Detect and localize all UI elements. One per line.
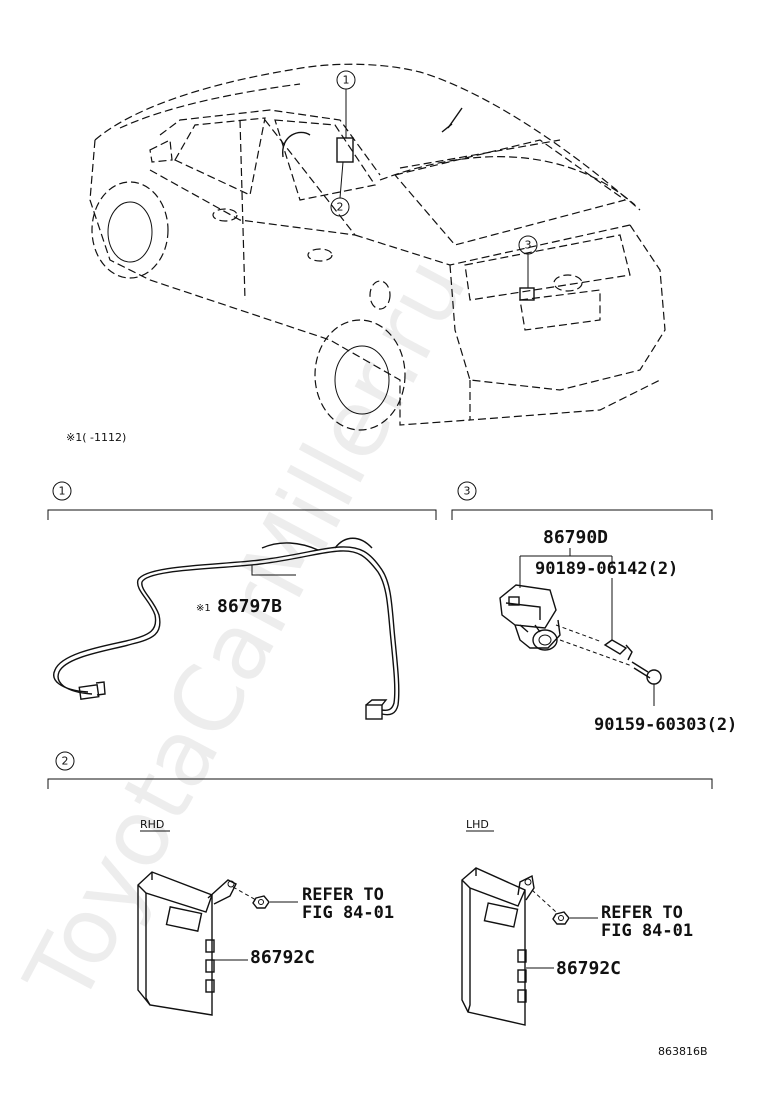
illustration-id: 863816B: [658, 1045, 708, 1058]
svg-text:3: 3: [525, 239, 532, 252]
section-3: 3 86790D 90189-061: [451, 481, 737, 735]
svg-text:1: 1: [343, 74, 350, 87]
part-number-86792c-rhd[interactable]: 86792C: [250, 947, 315, 968]
lhd-refer-line1: REFER TO: [601, 903, 683, 923]
svg-text:2: 2: [62, 755, 69, 768]
lhd-variant: LHD REFER TO FIG 84-01 8679: [461, 818, 693, 1026]
section-3-bracket: [451, 509, 713, 520]
wire-harness-86797b-drawing[interactable]: [53, 537, 400, 720]
section-2: 2 RHD REFER: [47, 751, 713, 1026]
lhd-label: LHD: [466, 818, 489, 831]
overview-note: ※1( -1112): [66, 431, 126, 444]
section-2-bracket: [47, 778, 713, 789]
svg-text:3: 3: [464, 485, 471, 498]
rear-camera-86790d-drawing[interactable]: [499, 584, 561, 651]
control-module-rhd-drawing[interactable]: [137, 871, 237, 1016]
section-2-callout[interactable]: 2: [55, 751, 75, 771]
rhd-refer-line2[interactable]: FIG 84-01: [302, 903, 394, 923]
part-number-90159-60303[interactable]: 90159-60303(2): [594, 715, 737, 735]
section-1: 1 ※1 86797B: [47, 481, 437, 720]
nut-lhd-drawing[interactable]: [552, 911, 570, 925]
section-1-callout[interactable]: 1: [52, 481, 72, 501]
rhd-label: RHD: [140, 818, 164, 831]
rhd-refer-line1: REFER TO: [302, 885, 384, 905]
harness-note-mark: ※1: [196, 603, 211, 614]
svg-text:2: 2: [337, 201, 344, 214]
section-3-callout[interactable]: 3: [457, 481, 477, 501]
part-number-86790d[interactable]: 86790D: [543, 527, 608, 548]
part-number-86797b[interactable]: 86797B: [217, 596, 282, 617]
overview-callout-2[interactable]: 2: [330, 161, 350, 217]
screw-90189-06142-drawing[interactable]: [603, 639, 633, 661]
overview-callout-1[interactable]: 1: [336, 70, 356, 138]
part-number-90189-06142[interactable]: 90189-06142(2): [535, 559, 678, 579]
rhd-variant: RHD REFER TO FIG 84-01 8679: [137, 818, 394, 1016]
overview-callout-3[interactable]: 3: [518, 235, 538, 288]
lhd-refer-line2[interactable]: FIG 84-01: [601, 921, 693, 941]
nut-rhd-drawing[interactable]: [252, 895, 270, 909]
section-1-bracket: [47, 509, 437, 520]
svg-text:1: 1: [59, 485, 66, 498]
part-number-86792c-lhd[interactable]: 86792C: [556, 958, 621, 979]
control-module-lhd-drawing[interactable]: [461, 867, 535, 1026]
car-overview-illustration: [89, 63, 666, 431]
watermark: ToyotaCarMiller.ru: [4, 241, 487, 1021]
bolt-90159-60303-drawing[interactable]: [631, 661, 662, 706]
